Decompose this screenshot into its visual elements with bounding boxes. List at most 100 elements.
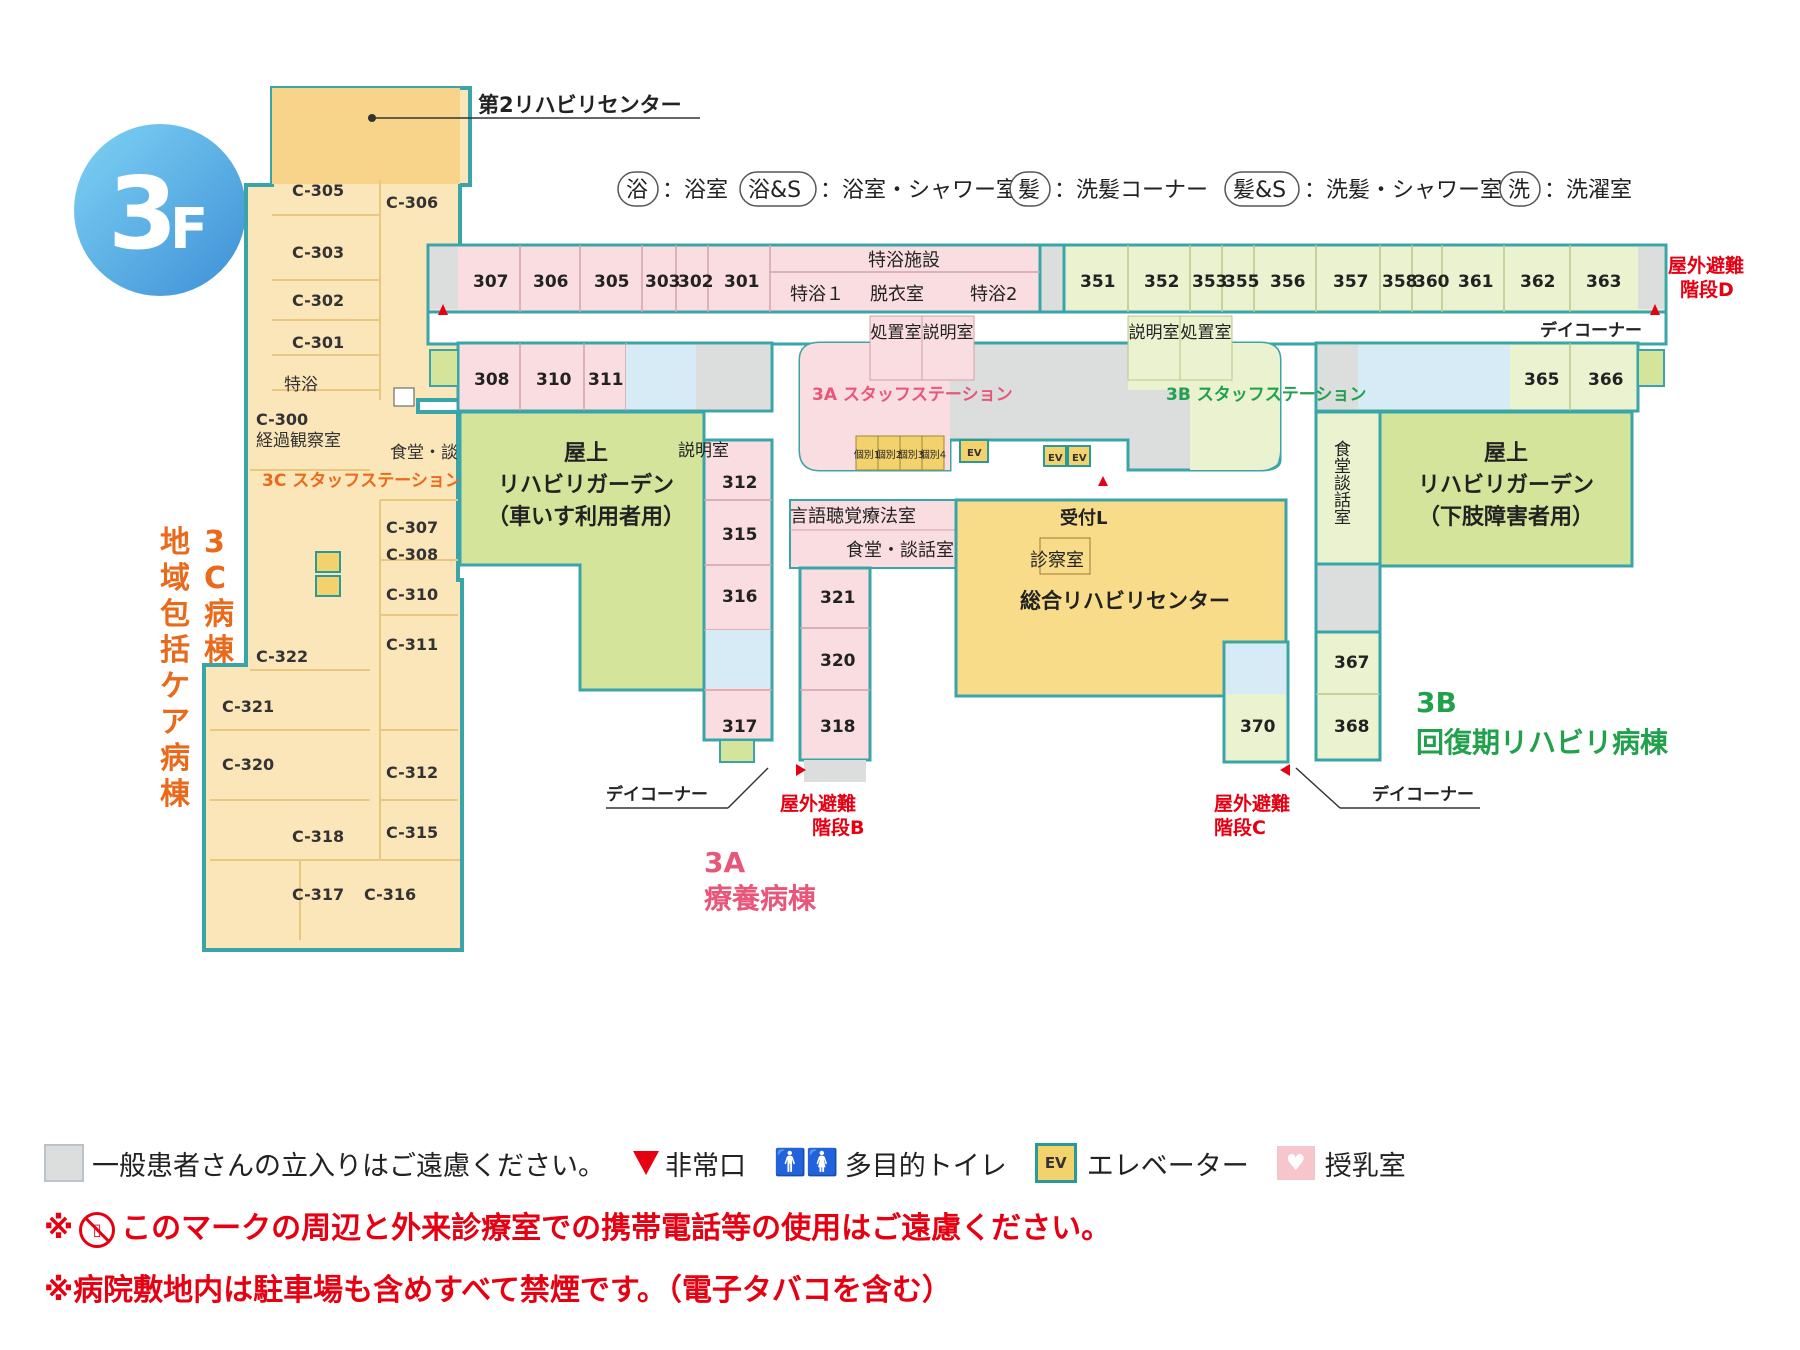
speech-dining-block	[789, 499, 971, 569]
label-private2: 個別2	[876, 448, 902, 461]
label-general-rehab: 総合リハビリセンター	[1020, 589, 1230, 613]
room-352: 352	[1144, 272, 1180, 292]
nursing-room-icon: ♥	[1276, 1146, 1315, 1180]
room-315: 315	[722, 525, 758, 545]
ev-label-2: EV	[1048, 453, 1063, 464]
room-303: 303	[645, 272, 681, 292]
label-explanation-room-3a: 説明室	[678, 441, 729, 461]
treatment-room-3a	[869, 315, 923, 381]
exit-icon	[633, 1151, 659, 1175]
label-special-bath1: 特浴１	[790, 284, 844, 305]
room-320: 320	[820, 651, 856, 671]
dayroom-left	[429, 349, 459, 387]
floor-number: 3	[108, 155, 178, 272]
room-353: 353	[1192, 272, 1228, 292]
label-garden-left-2: リハビリガーデン	[498, 472, 674, 498]
legend-exit-text: 非常口	[665, 1150, 746, 1182]
room-316: 316	[722, 587, 758, 607]
bath-area-row2-right	[1358, 345, 1510, 409]
room-c320: C-320	[222, 755, 274, 774]
toilet-370	[1226, 644, 1286, 694]
room-307: 307	[473, 272, 509, 292]
label-speech-room: 言語聴覚療法室	[790, 506, 916, 527]
restricted-3b-wing	[1314, 562, 1382, 634]
restricted-row2-right	[1318, 345, 1358, 409]
label-day-corner-top: デイコーナー	[1540, 320, 1642, 341]
label-staff-3a: 3A スタッフステーション	[812, 385, 1013, 405]
label-stairs-c: 屋外避難階段C	[1214, 792, 1290, 839]
hair-shower-text: ：洗髪・シャワー室	[1304, 178, 1502, 203]
ev-3c-b	[315, 551, 341, 573]
label-day-corner-3b: デイコーナー	[1372, 784, 1474, 805]
room-c300: C-300	[256, 410, 308, 429]
laundry-symbol: 洗	[1508, 178, 1530, 203]
day-corner-leaders	[606, 767, 1480, 809]
label-special-bath2: 特浴2	[970, 284, 1017, 305]
room-357: 357	[1333, 272, 1369, 292]
legend-restricted-text: 一般患者さんの立入りはご遠慮ください。	[92, 1150, 605, 1182]
label-garden-left-1: 屋上	[564, 441, 608, 466]
stair-top-right	[1638, 247, 1664, 309]
label-special-bath-3c: 特浴	[284, 375, 318, 395]
room-361: 361	[1458, 272, 1494, 292]
label-observation-room: 経過観察室	[256, 431, 341, 451]
label-day-corner-3a: デイコーナー	[606, 784, 708, 805]
legend-nursing-text: 授乳室	[1324, 1150, 1406, 1182]
floor-badge	[74, 124, 246, 296]
dayroom-3a	[719, 739, 755, 763]
ward-3c-walls	[210, 180, 460, 940]
room-366: 366	[1588, 370, 1624, 390]
floor-map: 3 F C-305 C-306 C-303 C-302 C-301 C-300 …	[74, 86, 1744, 952]
ev-label-3: EV	[1072, 453, 1087, 464]
room-370: 370	[1240, 717, 1276, 737]
restricted-swatch	[44, 1144, 84, 1182]
restricted-row2	[696, 345, 770, 409]
room-c311: C-311	[386, 635, 438, 654]
dayroom-right	[1637, 349, 1665, 387]
legend-elevator: EV エレベーター	[1034, 1143, 1249, 1183]
label-explanation-3a: 説明室	[923, 323, 974, 343]
label-private4: 個別4	[920, 448, 946, 461]
room-302: 302	[678, 272, 714, 292]
bath-symbol: 浴	[626, 178, 648, 203]
ev-label-1: EV	[967, 448, 982, 459]
room-c305: C-305	[292, 181, 344, 200]
hair-symbol: 髪	[1018, 178, 1040, 203]
label-treatment-3b: 処置室	[1181, 323, 1232, 343]
room-c310: C-310	[386, 585, 438, 604]
stair-top-left	[430, 247, 458, 309]
rows-top-left-walls	[519, 245, 1040, 312]
room-362: 362	[1520, 272, 1556, 292]
label-garden-right-3: （下肢障害者用）	[1418, 504, 1594, 530]
leader-dot-rehab2	[368, 114, 376, 122]
private-rooms	[855, 435, 945, 471]
legend-toilet: 🚹🚺 多目的トイレ	[774, 1144, 1007, 1183]
label-private1: 個別1	[854, 448, 880, 461]
bath-shower-text: ：浴室・シャワー室	[820, 178, 1018, 203]
exit-markers	[438, 304, 1660, 776]
ev-3c-a	[393, 387, 415, 407]
ward-3c-outline	[202, 86, 472, 952]
ward-3a-name: 療養病棟	[704, 882, 817, 915]
floor-suffix: F	[170, 197, 208, 262]
wing-3b-col	[1314, 630, 1382, 762]
bath-symbol-text: ：浴室	[662, 178, 728, 203]
room-310: 310	[536, 370, 572, 390]
rows-top-right-walls	[1127, 245, 1571, 312]
toilet-female-icon: 🚺	[806, 1148, 839, 1178]
label-stairs-b: 屋外避難階段B	[780, 792, 864, 839]
hair-shower-symbol: 髪&S	[1233, 178, 1286, 203]
label-private3: 個別3	[898, 448, 924, 461]
room-c322: C-322	[256, 647, 308, 666]
ev-3c-c	[315, 575, 341, 597]
garden-right	[1378, 410, 1634, 568]
bath-shower-symbol: 浴&S	[748, 178, 801, 203]
label-dining-3b: 食堂談話室	[1330, 440, 1351, 525]
room-301: 301	[724, 272, 760, 292]
bath-legend: 浴 ：浴室 浴&S ：浴室・シャワー室 髪 ：洗髪コーナー 髪&S ：洗髪・シャ…	[617, 171, 1632, 207]
room-321: 321	[820, 588, 856, 608]
room-c306: C-306	[386, 193, 438, 212]
room-365: 365	[1524, 370, 1560, 390]
room-c312: C-312	[386, 763, 438, 782]
legend-elevator-text: エレベーター	[1086, 1150, 1249, 1182]
